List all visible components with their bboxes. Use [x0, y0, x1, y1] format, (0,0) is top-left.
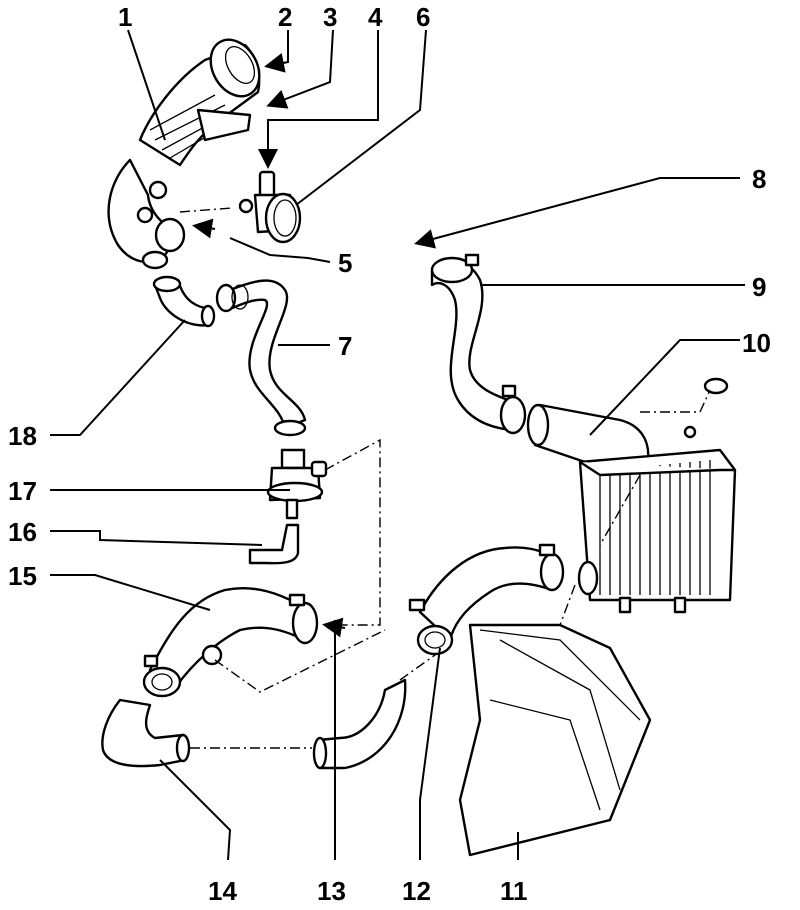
callout-1: 1	[118, 2, 132, 32]
callout-11: 11	[500, 876, 528, 906]
callout-15: 15	[8, 561, 37, 591]
part-17-valve	[266, 448, 328, 520]
callout-7: 7	[338, 331, 352, 361]
part-18-elbow-hose	[152, 275, 216, 328]
callout-2: 2	[278, 2, 292, 32]
callout-16: 16	[8, 517, 37, 547]
callout-8: 8	[752, 164, 766, 194]
part-13-hose	[312, 678, 407, 770]
part-9-upper-hose	[430, 253, 527, 435]
part-15-s-hose	[142, 587, 319, 698]
callout-4: 4	[368, 2, 383, 32]
part-1-intake-bellows	[107, 38, 261, 270]
part-7-curved-hose	[215, 279, 307, 437]
callout-10: 10	[742, 328, 771, 358]
callout-5: 5	[338, 248, 352, 278]
alignment-lines	[179, 207, 711, 749]
callout-13: 13	[317, 876, 346, 906]
callout-6: 6	[416, 2, 430, 32]
leader-lines	[50, 29, 745, 861]
part-10-intercooler	[526, 377, 737, 614]
callout-14: 14	[208, 876, 237, 906]
callout-17: 17	[8, 476, 37, 506]
callout-3: 3	[323, 2, 337, 32]
part-16-small-hose	[248, 523, 300, 565]
part-6-flanged-elbow	[238, 170, 302, 244]
callout-labels: 1 2 3 4 5 6 7 8 9 10 11 12 13 14 15 16 1…	[8, 2, 771, 906]
callout-12: 12	[402, 876, 431, 906]
callout-18: 18	[8, 421, 37, 451]
callout-9: 9	[752, 272, 766, 302]
part-12-hose	[408, 543, 565, 656]
part-11-air-duct	[458, 623, 652, 857]
part-14-elbow-pipe	[101, 698, 191, 768]
